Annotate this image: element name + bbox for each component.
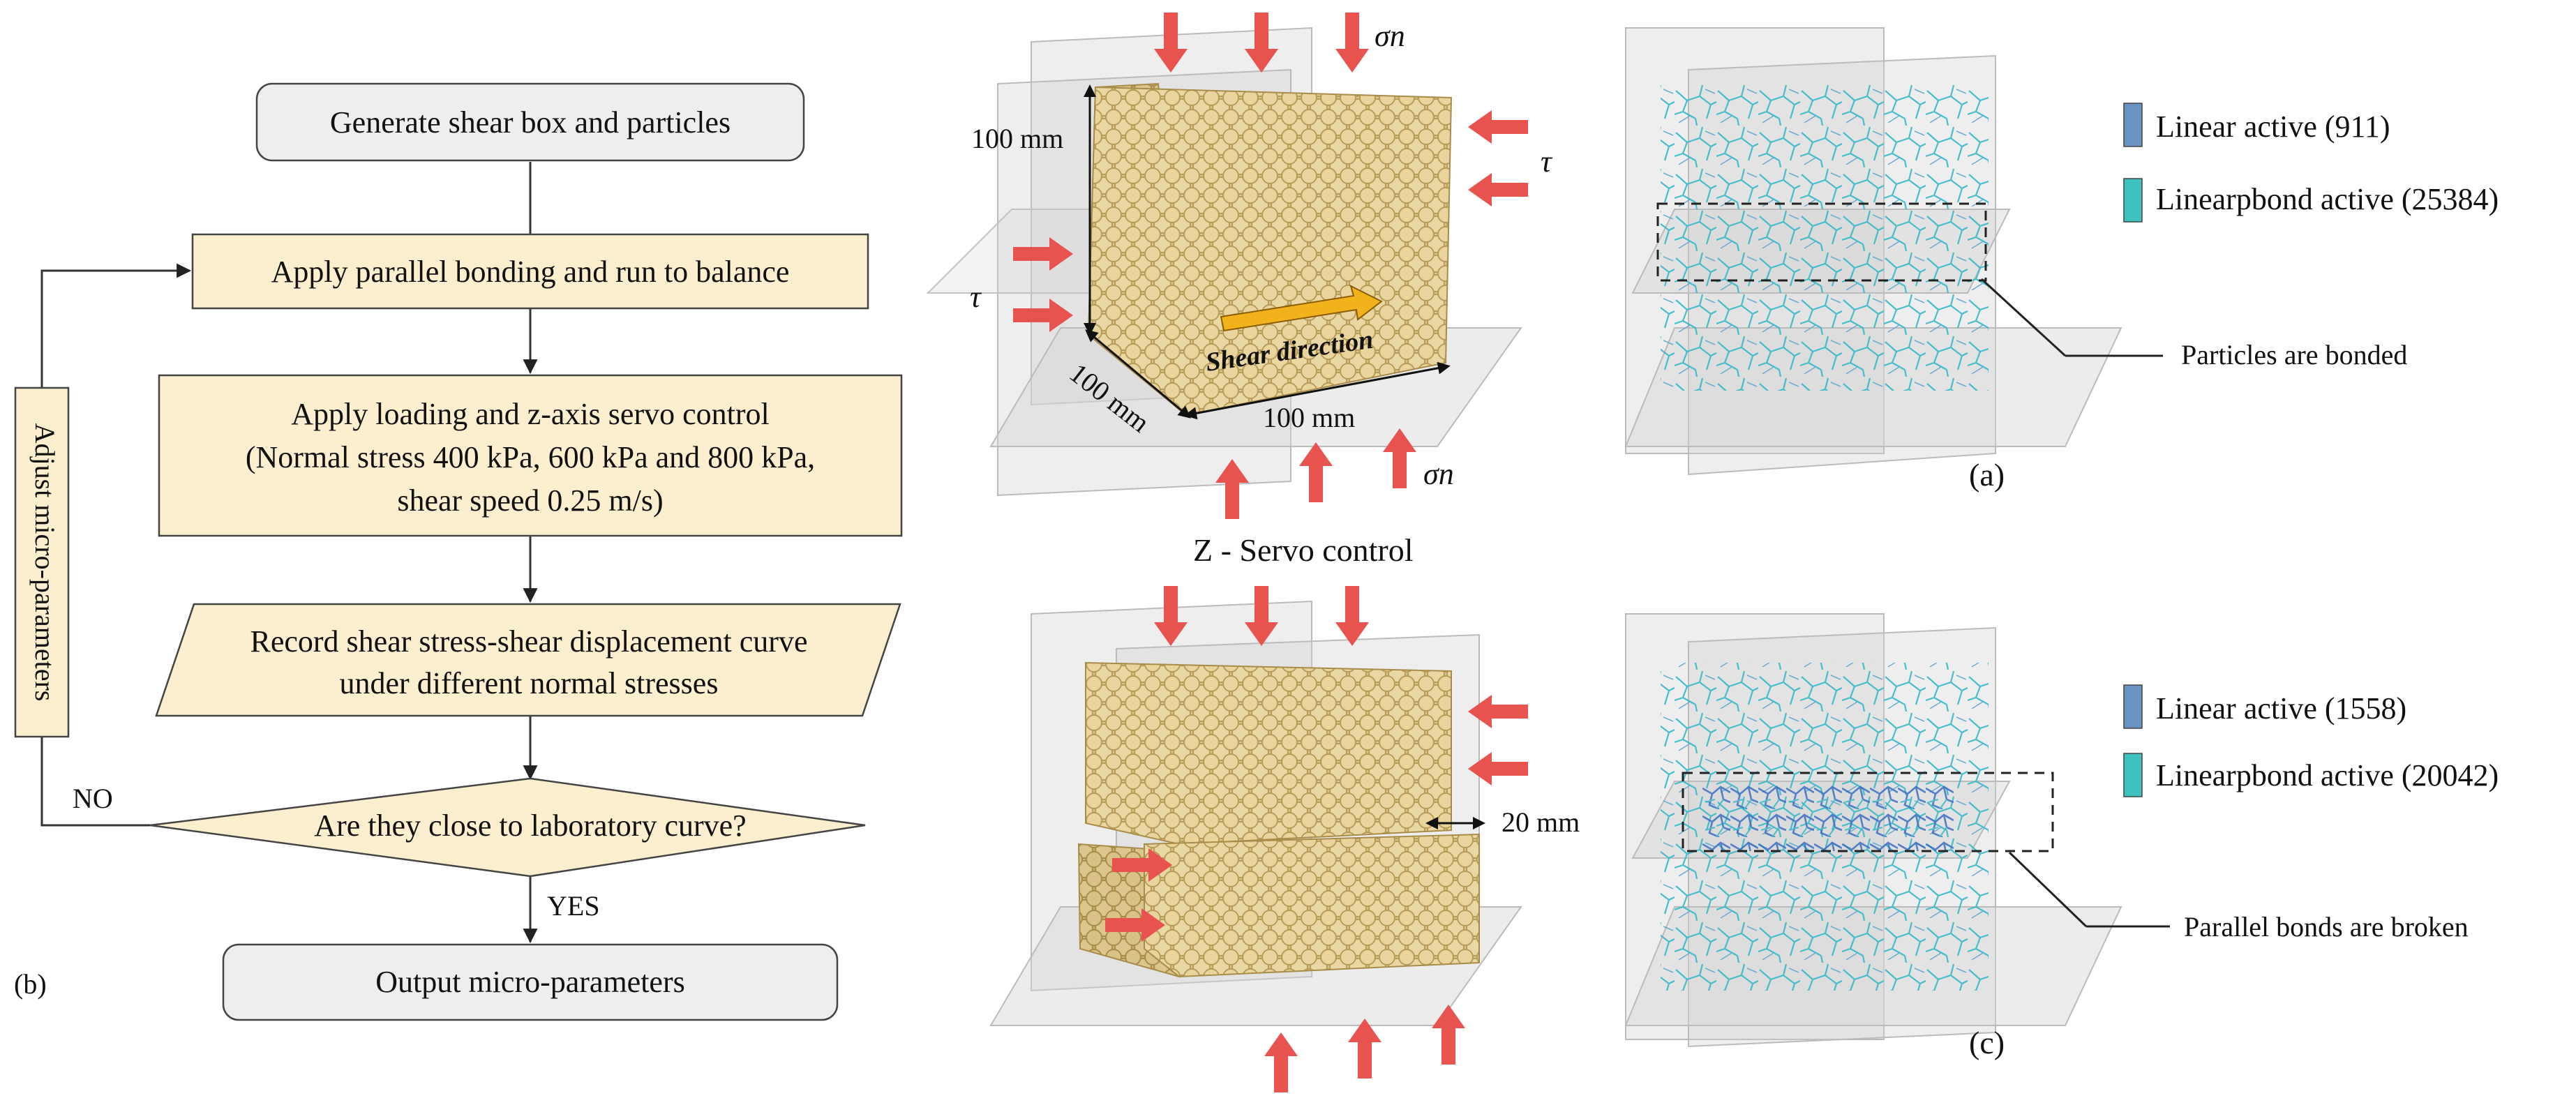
- legend-label-linear: Linear active (1558): [2156, 691, 2406, 726]
- decision-node-label: Are they close to laboratory curve?: [314, 809, 746, 843]
- annotation-leader: [2008, 851, 2088, 928]
- panel-label-a: (a): [1969, 457, 2005, 493]
- decision-node: [149, 777, 866, 878]
- no-label: NO: [73, 783, 113, 814]
- start-node: [255, 82, 805, 162]
- shear-stress-arrow: [1468, 173, 1528, 206]
- sigma-n-bottom: σn: [1423, 457, 1454, 491]
- start-node-label: Generate shear box and particles: [330, 105, 731, 140]
- top-specimen-model: 100 mm 100 mm 100 mm Shear direction σn …: [926, 13, 1553, 519]
- lower-block-front: [1144, 833, 1480, 978]
- dim-height-label: 100 mm: [971, 123, 1063, 154]
- normal-stress-arrow: [1245, 586, 1278, 646]
- bond-view-a: Particles are bonded Linear active (911)…: [1624, 27, 2499, 493]
- normal-stress-arrow: [1299, 442, 1333, 502]
- normal-stress-arrow: [1335, 586, 1369, 646]
- record-step-line2: under different normal stresses: [340, 666, 719, 700]
- broken-bond-band: [1702, 781, 1954, 851]
- loading-step-line2: (Normal stress 400 kPa, 600 kPa and 800 …: [246, 440, 815, 474]
- normal-stress-arrow: [1154, 586, 1188, 646]
- loading-step: [158, 374, 903, 537]
- panel-label-c: (c): [1969, 1025, 2005, 1060]
- end-node-label: Output micro-parameters: [375, 965, 685, 999]
- bond-view-c: Parallel bonds are broken Linear active …: [1624, 613, 2499, 1060]
- normal-stress-arrow: [1154, 13, 1188, 73]
- broken-highlight-box: [1682, 772, 2054, 852]
- shear-stress-arrow: [1468, 695, 1528, 728]
- sigma-n-top: σn: [1375, 19, 1405, 53]
- bond-step-label: Apply parallel bonding and run to balanc…: [271, 255, 790, 289]
- panel-label-b: (b): [14, 968, 47, 1000]
- dim-depth-line: [1085, 329, 1191, 419]
- record-step-line1: Record shear stress-shear displacement c…: [250, 624, 807, 659]
- adjust-box: [14, 386, 70, 738]
- normal-stress-arrow: [1335, 13, 1369, 73]
- normal-stress-arrow: [1215, 459, 1249, 519]
- dim-width-line: [1184, 361, 1451, 420]
- annotation-a: Particles are bonded: [2181, 339, 2407, 370]
- tau-right: τ: [1541, 144, 1553, 179]
- tau-left: τ: [970, 280, 982, 314]
- bonded-highlight-box: [1656, 202, 1987, 282]
- end-node: [222, 943, 839, 1021]
- shear-stress-arrow: [1468, 752, 1528, 785]
- shear-direction-arrow: [1220, 285, 1383, 332]
- upper-block: [1085, 661, 1452, 845]
- legend-label-pbond: Linearpbond active (25384): [2156, 182, 2499, 216]
- legend-label-linear: Linear active (911): [2156, 110, 2390, 144]
- shear-stress-arrow: [1013, 237, 1073, 271]
- gap-label: 20 mm: [1502, 806, 1580, 838]
- shear-stress-arrow: [1468, 110, 1528, 144]
- loading-step-line3: shear speed 0.25 m/s): [397, 483, 663, 518]
- bond-step: [191, 233, 869, 310]
- flowchart: Generate shear box and particles Apply p…: [14, 82, 903, 1021]
- normal-stress-arrow: [1264, 1032, 1298, 1092]
- normal-stress-arrow: [1383, 428, 1416, 488]
- servo-caption: Z - Servo control: [1193, 532, 1414, 568]
- legend-swatch-pbond: [2123, 178, 2143, 223]
- shear-stress-arrow: [1112, 848, 1172, 882]
- annotation-leader: [1980, 278, 2067, 357]
- bond-network: [1661, 84, 1989, 391]
- record-step: [155, 603, 901, 717]
- legend-label-pbond: Linearpbond active (20042): [2156, 758, 2499, 792]
- shear-stress-arrow: [1105, 908, 1165, 942]
- normal-stress-arrow: [1245, 13, 1278, 73]
- yes-label: YES: [547, 890, 600, 922]
- legend-swatch-linear: [2123, 684, 2143, 729]
- normal-stress-arrow: [1348, 1018, 1381, 1078]
- legend-swatch-linear: [2123, 103, 2143, 147]
- dim-width-label: 100 mm: [1263, 402, 1355, 433]
- adjust-label: Adjust micro-parameters: [29, 423, 61, 702]
- shear-stress-arrow: [1013, 299, 1073, 332]
- legend-swatch-pbond: [2123, 753, 2143, 797]
- normal-stress-arrow: [1432, 1005, 1465, 1065]
- annotation-c: Parallel bonds are broken: [2184, 911, 2469, 942]
- loading-step-line1: Apply loading and z-axis servo control: [291, 397, 770, 431]
- bottom-specimen-model: 20 mm: [989, 586, 1580, 1092]
